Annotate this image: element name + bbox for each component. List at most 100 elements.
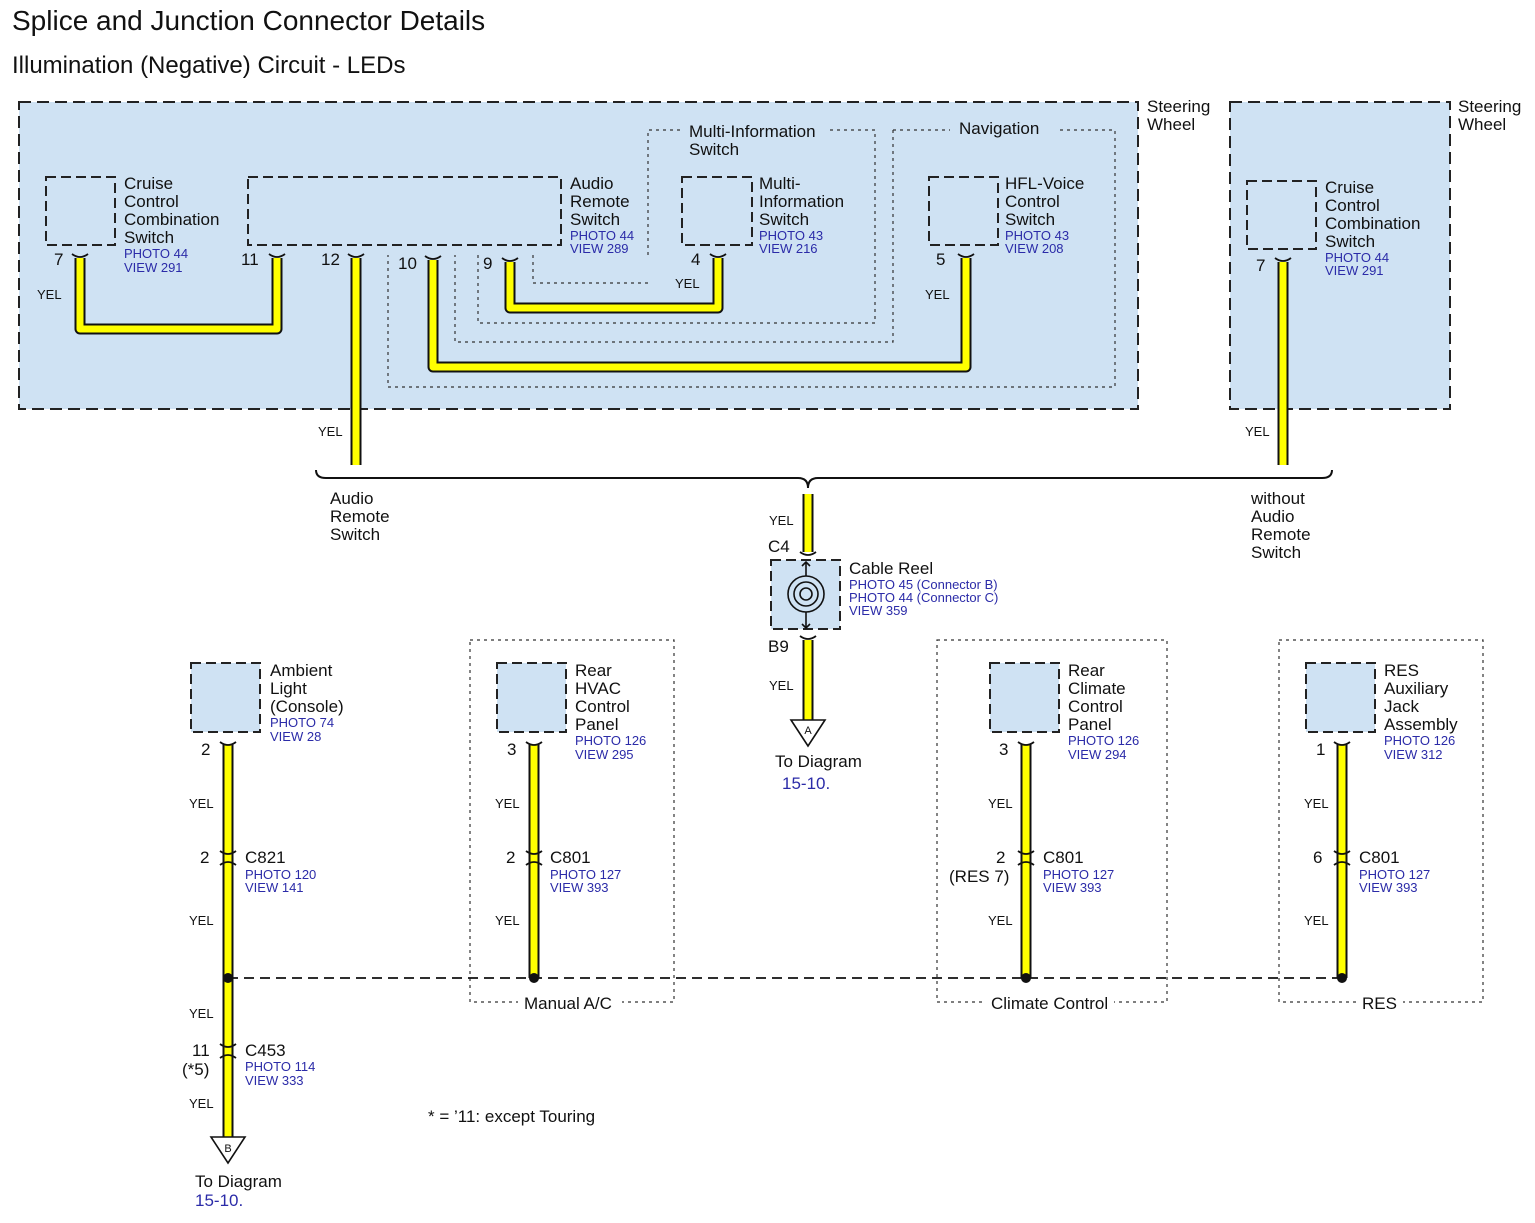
wire-color-label: YEL [988,796,1013,811]
c801-climate-alt-pin: (RES 7) [949,867,1009,886]
offpage-a-letter: A [804,725,812,737]
cruise-control-switch-right-box [1246,180,1317,250]
multi-info-switch-box [681,176,753,246]
wire-color-label: YEL [189,1006,214,1021]
offpage-b-text: To Diagram [195,1172,282,1191]
wire-color-label: YEL [37,287,62,302]
wire-color-label: YEL [1245,424,1270,439]
rear-hvac-refs: PHOTO 126 VIEW 295 [575,733,650,762]
offpage-a-ref: 15-10. [782,774,830,793]
inline-connector-symbols [219,850,1351,1059]
c821-name: C821 [245,848,286,867]
res-label-bg [1357,992,1403,1012]
audio-pin-10: 10 [398,254,417,273]
wire-color-label: YEL [495,913,520,928]
c801-climate-refs: PHOTO 127 VIEW 393 [1043,867,1118,895]
res-aux-pin: 1 [1316,740,1325,759]
cruise-right-pin: 7 [1256,256,1265,275]
multi-info-switch-refs: PHOTO 43 VIEW 216 [759,228,827,256]
wire-color-label: YEL [1304,913,1329,928]
page-title: Splice and Junction Connector Details [12,5,485,36]
offpage-b-letter: B [224,1143,231,1155]
wire-color-label: YEL [495,796,520,811]
c801-res-name: C801 [1359,848,1400,867]
bottom-connector-cups [219,741,1351,746]
multi-info-group-label: Multi-Information Switch [689,122,820,159]
cruise-control-switch-left-refs: PHOTO 44 VIEW 291 [124,246,192,275]
cruise-left-pin: 7 [54,250,63,269]
manual-ac-label: Manual A/C [524,994,612,1013]
wire-color-label: YEL [769,678,794,693]
navigation-group-boundary [387,129,1116,388]
c453-pin-note: (*5) [182,1060,209,1079]
c801-hvac-refs: PHOTO 127 VIEW 393 [550,867,625,895]
page-subtitle: Illumination (Negative) Circuit - LEDs [12,52,405,79]
top-connector-cups [71,253,1292,262]
variant-without-audio: without Audio Remote Switch [1250,489,1315,562]
hfl-voice-pin: 5 [936,250,945,269]
wire-color-label: YEL [988,913,1013,928]
cruise-control-switch-right-refs: PHOTO 44 VIEW 291 [1325,250,1393,278]
offpage-b-triangle [209,1136,247,1165]
wire-color-label: YEL [318,424,343,439]
wire-color-label: YEL [675,276,700,291]
multi-info-group-boundary [477,129,876,324]
multi-info-pin: 4 [691,250,700,269]
hfl-voice-switch-box [928,176,999,246]
offpage-a-text: To Diagram [775,752,862,771]
cable-reel-connector-cup-top [799,551,817,556]
cable-reel-connector-cup-bottom [799,635,817,640]
steering-wheel-label-right: Steering Wheel [1458,97,1526,134]
c821-refs: PHOTO 120 VIEW 141 [245,867,320,895]
splice-points [223,973,1347,983]
c801-hvac-name: C801 [550,848,591,867]
res-aux-name: RES Auxiliary Jack Assembly [1384,661,1458,734]
ambient-light-refs: PHOTO 74 VIEW 28 [270,715,338,744]
c801-hvac-pin: 2 [506,848,515,867]
rear-hvac-name: Rear HVAC Control Panel [575,661,635,734]
steering-wheel-zone-right [1229,101,1451,410]
ambient-light-name: Ambient Light (Console) [270,661,344,716]
navigation-group-label: Navigation [959,119,1039,138]
cruise-control-switch-left-box [45,176,116,246]
wire-color-label: YEL [769,513,794,528]
offpage-b-ref: 15-10. [195,1191,243,1210]
audio-pin-9: 9 [483,254,492,273]
rear-climate-box [989,662,1060,733]
ambient-light-pin: 2 [201,740,210,759]
bottom-wires [222,744,1348,1138]
rear-hvac-pin: 3 [507,740,516,759]
footnote: * = ’11: except Touring [428,1107,595,1126]
audio-remote-switch-refs: PHOTO 44 VIEW 289 [570,228,638,256]
audio-pin-11: 11 [241,250,259,269]
res-aux-box [1305,662,1376,733]
rear-climate-pin: 3 [999,740,1008,759]
c801-climate-name: C801 [1043,848,1084,867]
offpage-a-triangle [789,719,827,748]
wire-color-label: YEL [189,1096,214,1111]
climate-control-label: Climate Control [991,994,1108,1013]
bottom-wire-color-labels: YEL YEL YEL YEL YEL YEL YEL YEL YEL YEL [189,796,1329,1111]
cable-reel-refs: PHOTO 45 (Connector B) PHOTO 44 (Connect… [849,577,1002,618]
c801-climate-pin: 2 [996,848,1005,867]
wire-color-label: YEL [189,913,214,928]
cable-reel-coil-icon [787,560,825,630]
wire-color-label: YEL [1304,796,1329,811]
audio-remote-switch-name: Audio Remote Switch [570,174,634,229]
steering-wheel-label-left: Steering Wheel [1147,97,1215,134]
hfl-voice-switch-name: HFL-Voice Control Switch [1005,174,1089,229]
manual-ac-label-bg [518,992,622,1012]
c801-res-pin: 6 [1313,848,1322,867]
cable-reel-name: Cable Reel [849,559,933,578]
res-aux-refs: PHOTO 126 VIEW 312 [1384,733,1459,762]
multi-info-switch-name: Multi- Information Switch [759,174,849,229]
rear-climate-refs: PHOTO 126 VIEW 294 [1068,733,1143,762]
top-wires [74,258,1289,465]
cruise-control-switch-right-name: Cruise Control Combination Switch [1325,178,1425,251]
wire-color-label: YEL [189,796,214,811]
wire-color-label: YEL [925,287,950,302]
climate-control-label-bg [986,992,1114,1012]
c821-pin: 2 [200,848,209,867]
cable-reel-c4-connector: C4 [768,537,790,556]
